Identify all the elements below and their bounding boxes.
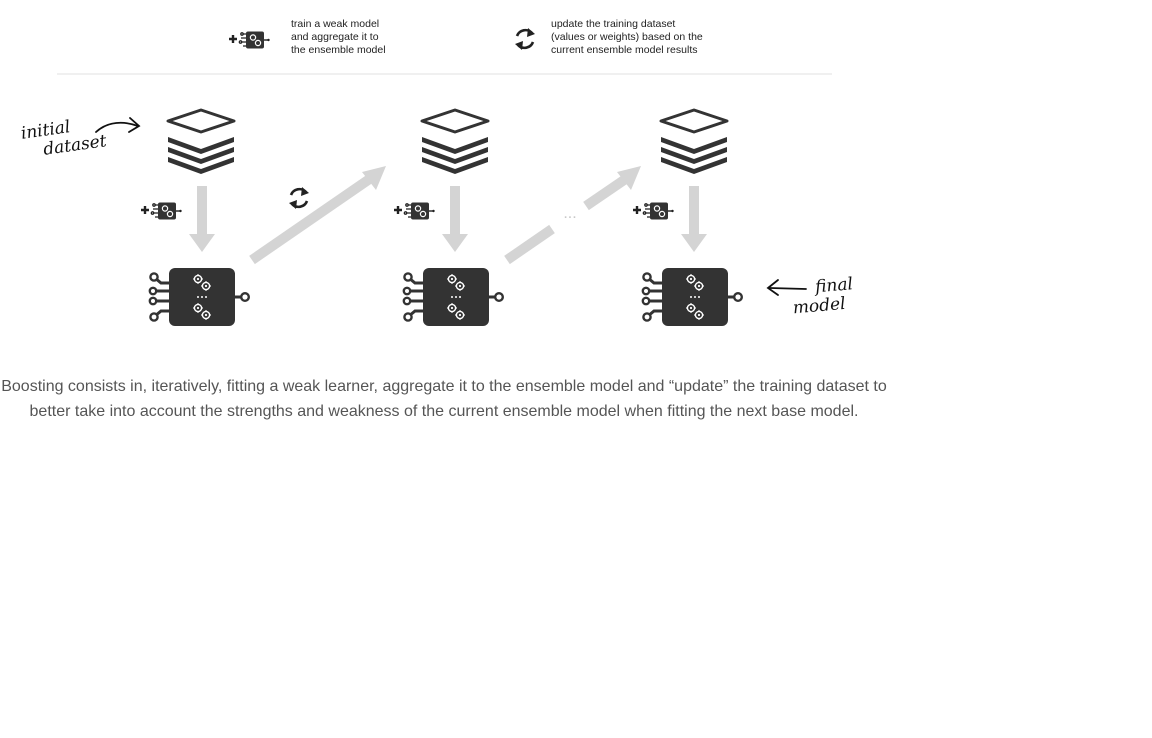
ellipsis-label: ... bbox=[563, 205, 576, 222]
legend-train-line: and aggregate it to bbox=[291, 31, 379, 43]
dataset-stack-icon-3 bbox=[659, 108, 729, 176]
boosting-diagram: ... bbox=[57, 26, 832, 350]
legend-update-line: current ensemble model results bbox=[551, 44, 698, 56]
update-refresh-icon bbox=[287, 185, 311, 211]
ensemble-model-icon-1 bbox=[150, 268, 249, 326]
vertical-arrows bbox=[189, 186, 707, 252]
add-weak-model-icon-1 bbox=[139, 201, 183, 221]
legend-train-text: train a weak model and aggregate it to t… bbox=[291, 18, 386, 57]
ensemble-model-icon-3 bbox=[643, 268, 742, 326]
legend-add-weak-model-icon bbox=[227, 30, 271, 50]
dataset-stack-icon-1 bbox=[166, 108, 236, 176]
legend-refresh-cycle-icon bbox=[513, 26, 537, 52]
add-weak-model-icon-2 bbox=[392, 201, 436, 221]
legend-update-text: update the training dataset (values or w… bbox=[551, 18, 703, 57]
legend-update-line: (values or weights) based on the bbox=[551, 31, 703, 43]
add-weak-model-icon-3 bbox=[631, 201, 675, 221]
legend-update-line: update the training dataset bbox=[551, 18, 676, 30]
legend-train-line: the ensemble model bbox=[291, 44, 386, 56]
legend-train-line: train a weak model bbox=[291, 18, 380, 30]
ensemble-model-icon-2 bbox=[404, 268, 503, 326]
final-model-annotation: final model bbox=[792, 274, 855, 318]
figure-caption: Boosting consists in, iteratively, fitti… bbox=[1, 378, 887, 420]
dataset-stack-icon-2 bbox=[420, 108, 490, 176]
annotation-arrows bbox=[95, 117, 807, 296]
update-arrows bbox=[249, 166, 641, 265]
